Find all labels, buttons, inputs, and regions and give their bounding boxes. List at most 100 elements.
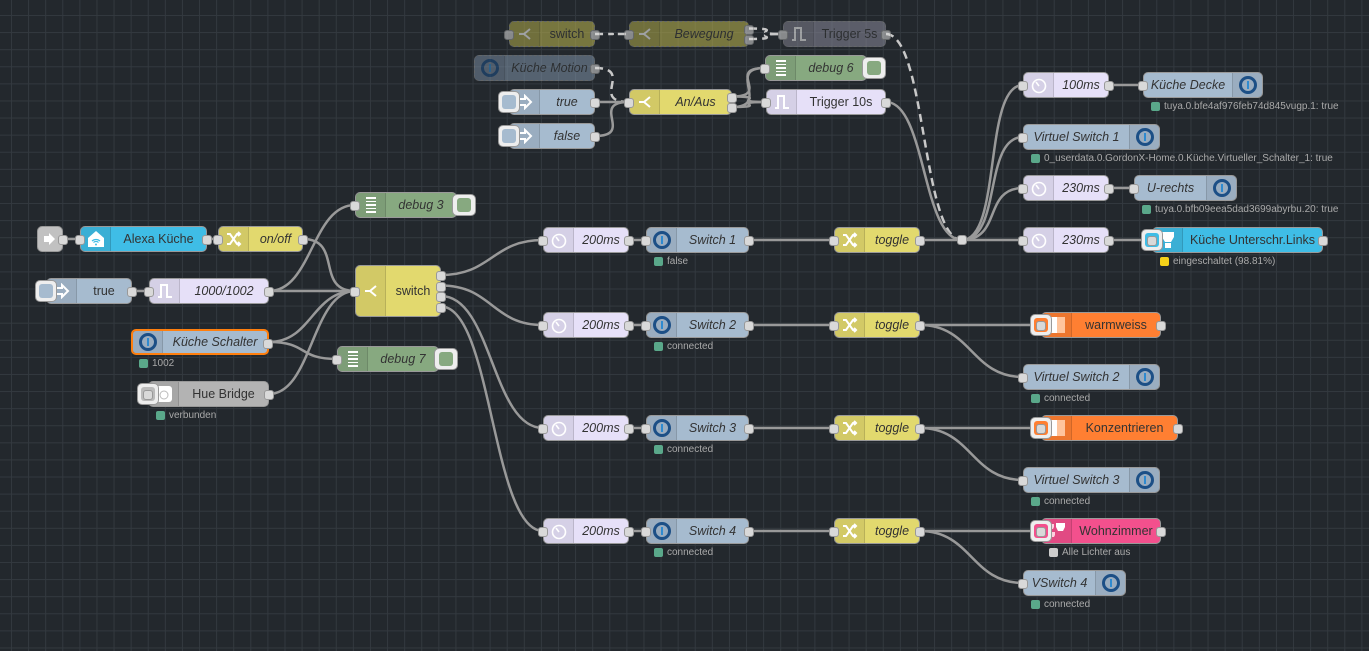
output-port[interactable] — [744, 35, 754, 45]
input-port[interactable] — [829, 424, 839, 434]
output-port[interactable] — [127, 287, 137, 297]
output-port[interactable] — [915, 424, 925, 434]
debug-toggle-button[interactable] — [862, 57, 886, 79]
node-true-top[interactable]: true — [498, 89, 600, 115]
input-port[interactable] — [538, 424, 548, 434]
node-onoff[interactable]: on/off — [213, 226, 308, 252]
input-port[interactable] — [1147, 236, 1157, 246]
output-port[interactable] — [590, 98, 600, 108]
input-port[interactable] — [143, 390, 153, 400]
node-debug6[interactable]: debug 6 — [760, 55, 886, 81]
input-port[interactable] — [1018, 133, 1028, 143]
node-warmweiss[interactable]: warmweiss — [1030, 312, 1166, 338]
node-kueche-motion[interactable]: Küche Motion — [474, 55, 600, 81]
node-hue-bridge[interactable]: Hue Bridge — [137, 381, 274, 407]
input-port[interactable] — [1018, 236, 1028, 246]
output-port[interactable] — [624, 236, 634, 246]
output-port[interactable] — [1156, 527, 1166, 537]
input-port[interactable] — [1036, 424, 1046, 434]
input-port[interactable] — [641, 424, 651, 434]
node-d4[interactable]: 200ms — [538, 518, 634, 544]
node-kueche-schalter[interactable]: Küche Schalter — [131, 329, 273, 355]
input-port[interactable] — [1036, 527, 1046, 537]
output-port[interactable] — [744, 527, 754, 537]
input-port[interactable] — [641, 321, 651, 331]
output-port[interactable] — [436, 281, 446, 292]
input-port[interactable] — [641, 236, 651, 246]
output-port[interactable] — [744, 321, 754, 331]
output-port[interactable] — [915, 321, 925, 331]
wire-disabled[interactable] — [594, 66, 630, 104]
node-s2[interactable]: Switch 2 — [641, 312, 754, 338]
wire[interactable] — [961, 186, 1024, 242]
input-port[interactable] — [538, 527, 548, 537]
output-port[interactable] — [915, 527, 925, 537]
output-port[interactable] — [436, 271, 446, 281]
node-wohnzimmer[interactable]: Wohnzimmer — [1030, 518, 1166, 544]
output-port[interactable] — [1318, 236, 1328, 246]
output-port[interactable] — [881, 98, 891, 108]
input-port[interactable] — [1036, 321, 1046, 331]
node-switch-top[interactable]: switch — [504, 21, 600, 47]
node-d230a[interactable]: 230ms — [1018, 175, 1114, 201]
input-port[interactable] — [624, 98, 634, 108]
node-trigger10[interactable]: Trigger 10s — [761, 89, 891, 115]
node-s4[interactable]: Switch 4 — [641, 518, 754, 544]
wire[interactable] — [268, 289, 356, 396]
output-port[interactable] — [264, 287, 274, 297]
output-port[interactable] — [590, 64, 600, 74]
node-t4[interactable]: toggle — [829, 518, 925, 544]
node-t2[interactable]: toggle — [829, 312, 925, 338]
node-vs2[interactable]: Virtuel Switch 2 — [1018, 364, 1160, 390]
input-port[interactable] — [538, 236, 548, 246]
input-port[interactable] — [624, 30, 634, 40]
input-port[interactable] — [778, 30, 788, 40]
node-t1[interactable]: toggle — [829, 227, 925, 253]
output-port[interactable] — [624, 321, 634, 331]
output-port[interactable] — [1156, 321, 1166, 331]
node-d230b[interactable]: 230ms — [1018, 227, 1114, 253]
input-port[interactable] — [1138, 81, 1148, 91]
input-port[interactable] — [75, 235, 85, 245]
node-button[interactable] — [498, 125, 520, 147]
node-t3[interactable]: toggle — [829, 415, 925, 441]
input-port[interactable] — [1018, 81, 1028, 91]
output-port[interactable] — [727, 103, 737, 113]
node-true-left[interactable]: true — [35, 278, 137, 304]
input-port[interactable] — [1018, 476, 1028, 486]
node-button[interactable] — [35, 280, 57, 302]
input-port[interactable] — [829, 236, 839, 246]
node-debug3[interactable]: debug 3 — [350, 192, 476, 218]
output-port[interactable] — [881, 30, 891, 40]
input-port[interactable] — [829, 527, 839, 537]
input-port[interactable] — [144, 287, 154, 297]
output-port[interactable] — [263, 339, 273, 349]
node-kueche-unterschr[interactable]: Küche Unterschr.Links — [1141, 227, 1328, 253]
output-port[interactable] — [436, 302, 446, 313]
wire[interactable] — [302, 237, 356, 293]
node-alexa[interactable]: Alexa Küche — [75, 226, 212, 252]
input-port[interactable] — [350, 287, 360, 297]
node-d1[interactable]: 200ms — [538, 227, 634, 253]
node-urechts[interactable]: U-rechts — [1129, 175, 1237, 201]
wire[interactable] — [268, 340, 338, 361]
output-port[interactable] — [590, 30, 600, 40]
output-port[interactable] — [1104, 81, 1114, 91]
debug-toggle-button[interactable] — [452, 194, 476, 216]
input-port[interactable] — [1018, 579, 1028, 589]
node-vs3[interactable]: Virtuel Switch 3 — [1018, 467, 1160, 493]
input-port[interactable] — [538, 321, 548, 331]
output-port[interactable] — [264, 390, 274, 400]
wire[interactable] — [268, 289, 356, 344]
debug-toggle-button[interactable] — [434, 348, 458, 370]
input-port[interactable] — [332, 355, 342, 365]
output-port[interactable] — [298, 235, 308, 245]
node-vswitch4[interactable]: VSwitch 4 — [1018, 570, 1126, 596]
wire[interactable] — [961, 83, 1024, 242]
node-alexa-btn[interactable] — [37, 226, 68, 252]
node-bewegung[interactable]: Bewegung — [624, 21, 754, 47]
input-port[interactable] — [1129, 184, 1139, 194]
node-switch-main[interactable]: switch — [350, 265, 446, 317]
input-port[interactable] — [1018, 184, 1028, 194]
wire[interactable] — [885, 100, 963, 242]
